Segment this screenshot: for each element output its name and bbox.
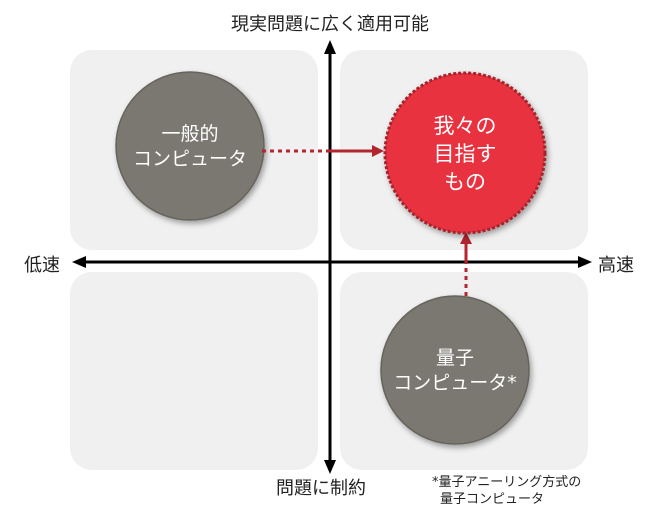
axis-label-top: 現実問題に広く適用可能 bbox=[231, 14, 429, 35]
general-computer-label: 一般的 コンピュータ bbox=[120, 122, 260, 172]
general-line2: コンピュータ bbox=[132, 148, 247, 170]
general-line1: 一般的 bbox=[161, 123, 219, 145]
quantum-computer-circle bbox=[380, 295, 530, 445]
quantum-line1: 量子 bbox=[435, 347, 474, 369]
horizontal-axis bbox=[72, 256, 592, 268]
quantum-line2: コンピュータ* bbox=[393, 372, 517, 394]
axis-label-bottom: 問題に制約 bbox=[276, 478, 366, 499]
goal-circle bbox=[383, 71, 547, 235]
quantum-computer-label: 量子 コンピュータ* bbox=[380, 346, 530, 396]
arrow-general-to-goal bbox=[262, 145, 384, 157]
goal-line3: もの bbox=[444, 170, 486, 194]
footnote: *量子アニーリング方式の 量子コンピュータ bbox=[432, 474, 581, 508]
goal-line2: 目指す bbox=[433, 142, 497, 166]
footnote-line1: *量子アニーリング方式の bbox=[432, 475, 582, 490]
goal-line1: 我々の bbox=[433, 114, 497, 138]
goal-label: 我々の 目指す もの bbox=[395, 112, 535, 196]
arrow-quantum-to-goal bbox=[460, 232, 472, 296]
quadrant-bottom-left bbox=[70, 272, 318, 470]
footnote-line2: 量子コンピュータ bbox=[440, 492, 545, 507]
general-computer-circle bbox=[115, 71, 265, 221]
axis-label-right: 高速 bbox=[598, 255, 634, 276]
vertical-axis bbox=[324, 40, 336, 474]
axis-label-left: 低速 bbox=[24, 255, 60, 276]
